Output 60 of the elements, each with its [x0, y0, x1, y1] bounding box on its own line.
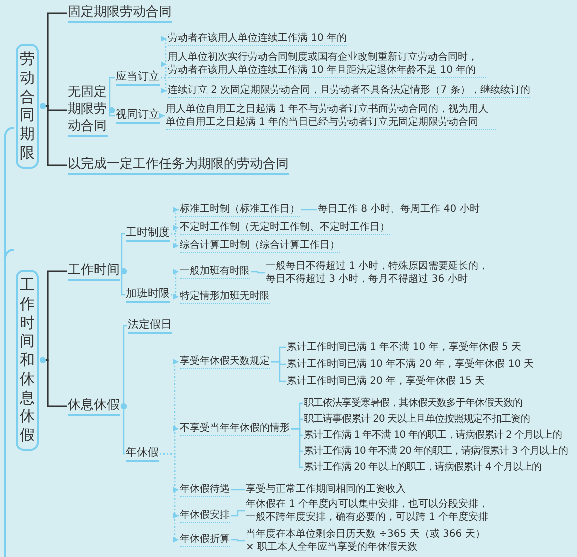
topic-box: 劳动合同期限	[16, 44, 39, 168]
detail-text: 年休假在 1 个年度内可以集中安排，也可以分段安排，一般不跨年度安排，确有必要的，可以跨 1 个年度安排	[246, 498, 496, 524]
connector-line	[120, 403, 128, 455]
detail-text: 累计工作满 20 年以上的职工，请病假累计 4 个月以上的	[304, 461, 542, 474]
detail-text: 用人单位初次实行劳动合同制度或国有企业改制重新订立劳动合同时，劳动者在该用人单位连续工作满 10 年且距法定退休年龄不足 10 年的	[168, 51, 486, 78]
detail-text: 年休假安排	[180, 509, 230, 523]
sub-topic: 加班时限	[126, 287, 170, 303]
detail-text: 一般加班有时限	[180, 265, 250, 279]
connector-line	[171, 294, 179, 300]
detail-text: 年休假待遇	[180, 483, 230, 497]
topic-box: 工作时间和休息休假	[16, 270, 39, 451]
detail-text: 累计工作时间已满 1 年不满 10 年，享受年休假 5 天	[287, 341, 522, 354]
connector-line	[40, 103, 67, 166]
detail-text: 不定时工作制（无定时工作制、不定时工作日）	[180, 221, 390, 235]
connector-line	[161, 77, 168, 94]
sub-topic: 法定假日	[128, 318, 172, 334]
detail-text: 一般每日不得超过 1 小时，特殊原因需要延长的，每日不得超过 3 小时，每月不得超过 36 小时	[266, 260, 498, 286]
detail-text: 职工请事假累计 20 天以上且单位按照规定不扣工资的	[304, 413, 530, 426]
detail-text: 用人单位自用工之日起满 1 年不与劳动者订立书面劳动合同的，视为用人单位自用工之日起满 1 年的当日已经与劳动者订立无固定期限劳动合同	[166, 103, 496, 130]
detail-text: 享受年休假天数规定	[180, 355, 270, 369]
connector-line	[120, 268, 128, 296]
detail-text: 劳动者在该用人单位连续工作满 10 年的	[168, 32, 348, 46]
connector-line	[161, 62, 168, 79]
connector-line	[231, 510, 245, 517]
connector-line	[171, 233, 179, 249]
branch-topic: 休息休假	[68, 397, 120, 416]
sub-topic: 应当订立	[116, 70, 160, 86]
connector-line	[171, 225, 179, 235]
connector-line	[301, 209, 317, 211]
connector-line	[231, 539, 245, 542]
branch-topic: 无固定期限劳动合同	[68, 84, 108, 137]
detail-text: 特定情形加班无时限	[180, 290, 270, 304]
detail-text: 享受与正常工作期间相同的工资收入	[246, 483, 406, 496]
branch-topic: 固定期限劳动合同	[68, 4, 172, 23]
detail-text: 累计工作满 10 年不满 20 年的职工，请病假累计 3 个月以上的	[304, 445, 568, 458]
connector-line	[231, 489, 245, 491]
connector-line	[108, 107, 116, 117]
detail-text: 累计工作时间已满 20 年，享受年休假 15 天	[287, 375, 486, 388]
detail-text: 累计工作满 1 年不满 10 年的职工，请病假累计 2 个月以上的	[304, 429, 562, 442]
branch-topic: 以完成一定工作任务为期限的劳动合同	[68, 156, 289, 175]
sub-topic: 工时制度	[126, 226, 170, 242]
sub-topic: 年休假	[126, 446, 159, 462]
connector-line	[291, 428, 303, 468]
sub-topic: 视同订立	[116, 108, 160, 124]
connector-line	[251, 271, 265, 274]
detail-text: 标准工时制（标准工作日）	[180, 203, 300, 217]
detail-text: 累计工作时间已满 10 年不满 20 年，享受年休假 10 天	[287, 358, 534, 371]
detail-text: 年休假折算	[180, 533, 230, 547]
detail-text: 当年度在本单位剩余日历天数 ÷365 天（或 366 天）× 职工本人全年应当享受的年休假天数	[246, 528, 490, 554]
detail-text: 连续订立 2 次固定期限劳动合同，且劳动者不具备法定情形（7 条），继续续订的	[168, 84, 530, 98]
connector-line	[271, 361, 286, 382]
detail-text: 综合计算工时制（综合计算工作日）	[180, 239, 340, 253]
connector-line	[160, 453, 179, 543]
detail-text: 每日工作 8 小时、每周工作 40 小时	[318, 203, 480, 216]
connector-line	[171, 269, 179, 296]
branch-topic: 工作时间	[68, 262, 120, 281]
detail-text: 不享受当年年休假的情形	[180, 422, 290, 436]
connector-line	[40, 357, 67, 408]
connector-line	[159, 113, 165, 119]
detail-text: 职工依法享受寒暑假，其休假天数多于年休假天数的	[304, 397, 522, 410]
